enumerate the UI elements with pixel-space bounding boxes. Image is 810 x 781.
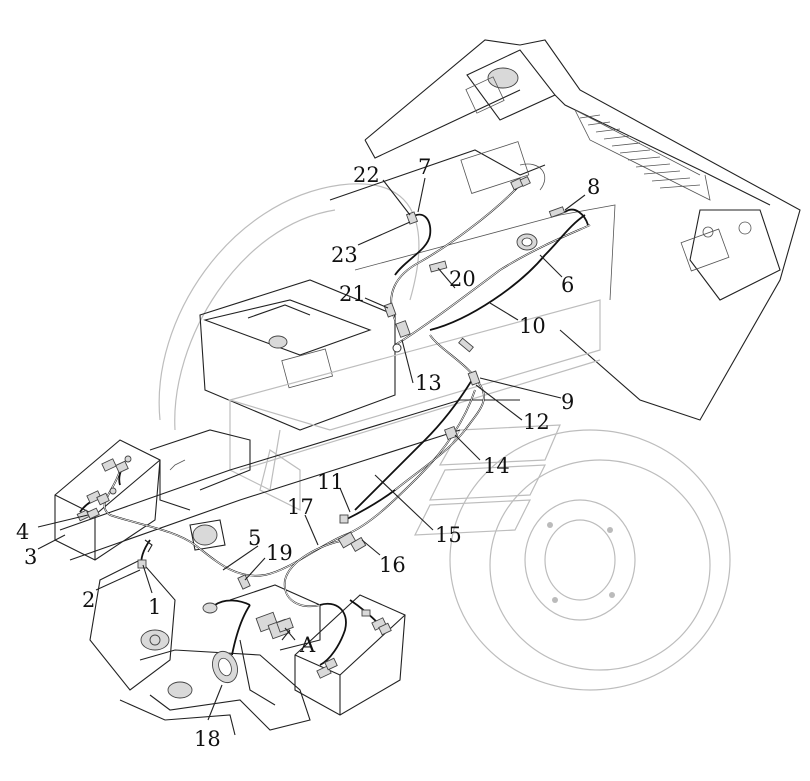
callout-20: 20	[449, 267, 476, 291]
callout-11: 11	[317, 470, 344, 494]
callout-2: 2	[82, 588, 95, 612]
callout-10: 10	[519, 314, 546, 338]
callout-21: 21	[339, 282, 366, 306]
callout-9: 9	[561, 390, 574, 414]
callout-A: A	[299, 633, 316, 657]
callout-18: 18	[194, 727, 221, 751]
callout-14: 14	[483, 454, 510, 478]
callout-17: 17	[287, 495, 314, 519]
components	[76, 175, 566, 684]
callout-7: 7	[418, 155, 431, 179]
leader-lines	[37, 177, 586, 721]
callout-15: 15	[435, 523, 462, 547]
callout-19: 19	[266, 541, 293, 565]
callout-1: 1	[148, 595, 161, 619]
callout-5: 5	[248, 526, 261, 550]
callout-22: 22	[353, 163, 380, 187]
callout-labels: 1 2 3 4 5 6 7 8 9 10 11 12 13 14 15 16 1…	[16, 155, 600, 751]
callout-13: 13	[415, 371, 442, 395]
callout-23: 23	[331, 243, 358, 267]
callout-4: 4	[16, 520, 29, 544]
callout-8: 8	[587, 175, 600, 199]
callout-12: 12	[523, 410, 550, 434]
grille-hatch	[574, 109, 711, 201]
callout-3: 3	[24, 545, 37, 569]
callout-16: 16	[379, 553, 406, 577]
callout-6: 6	[561, 273, 574, 297]
